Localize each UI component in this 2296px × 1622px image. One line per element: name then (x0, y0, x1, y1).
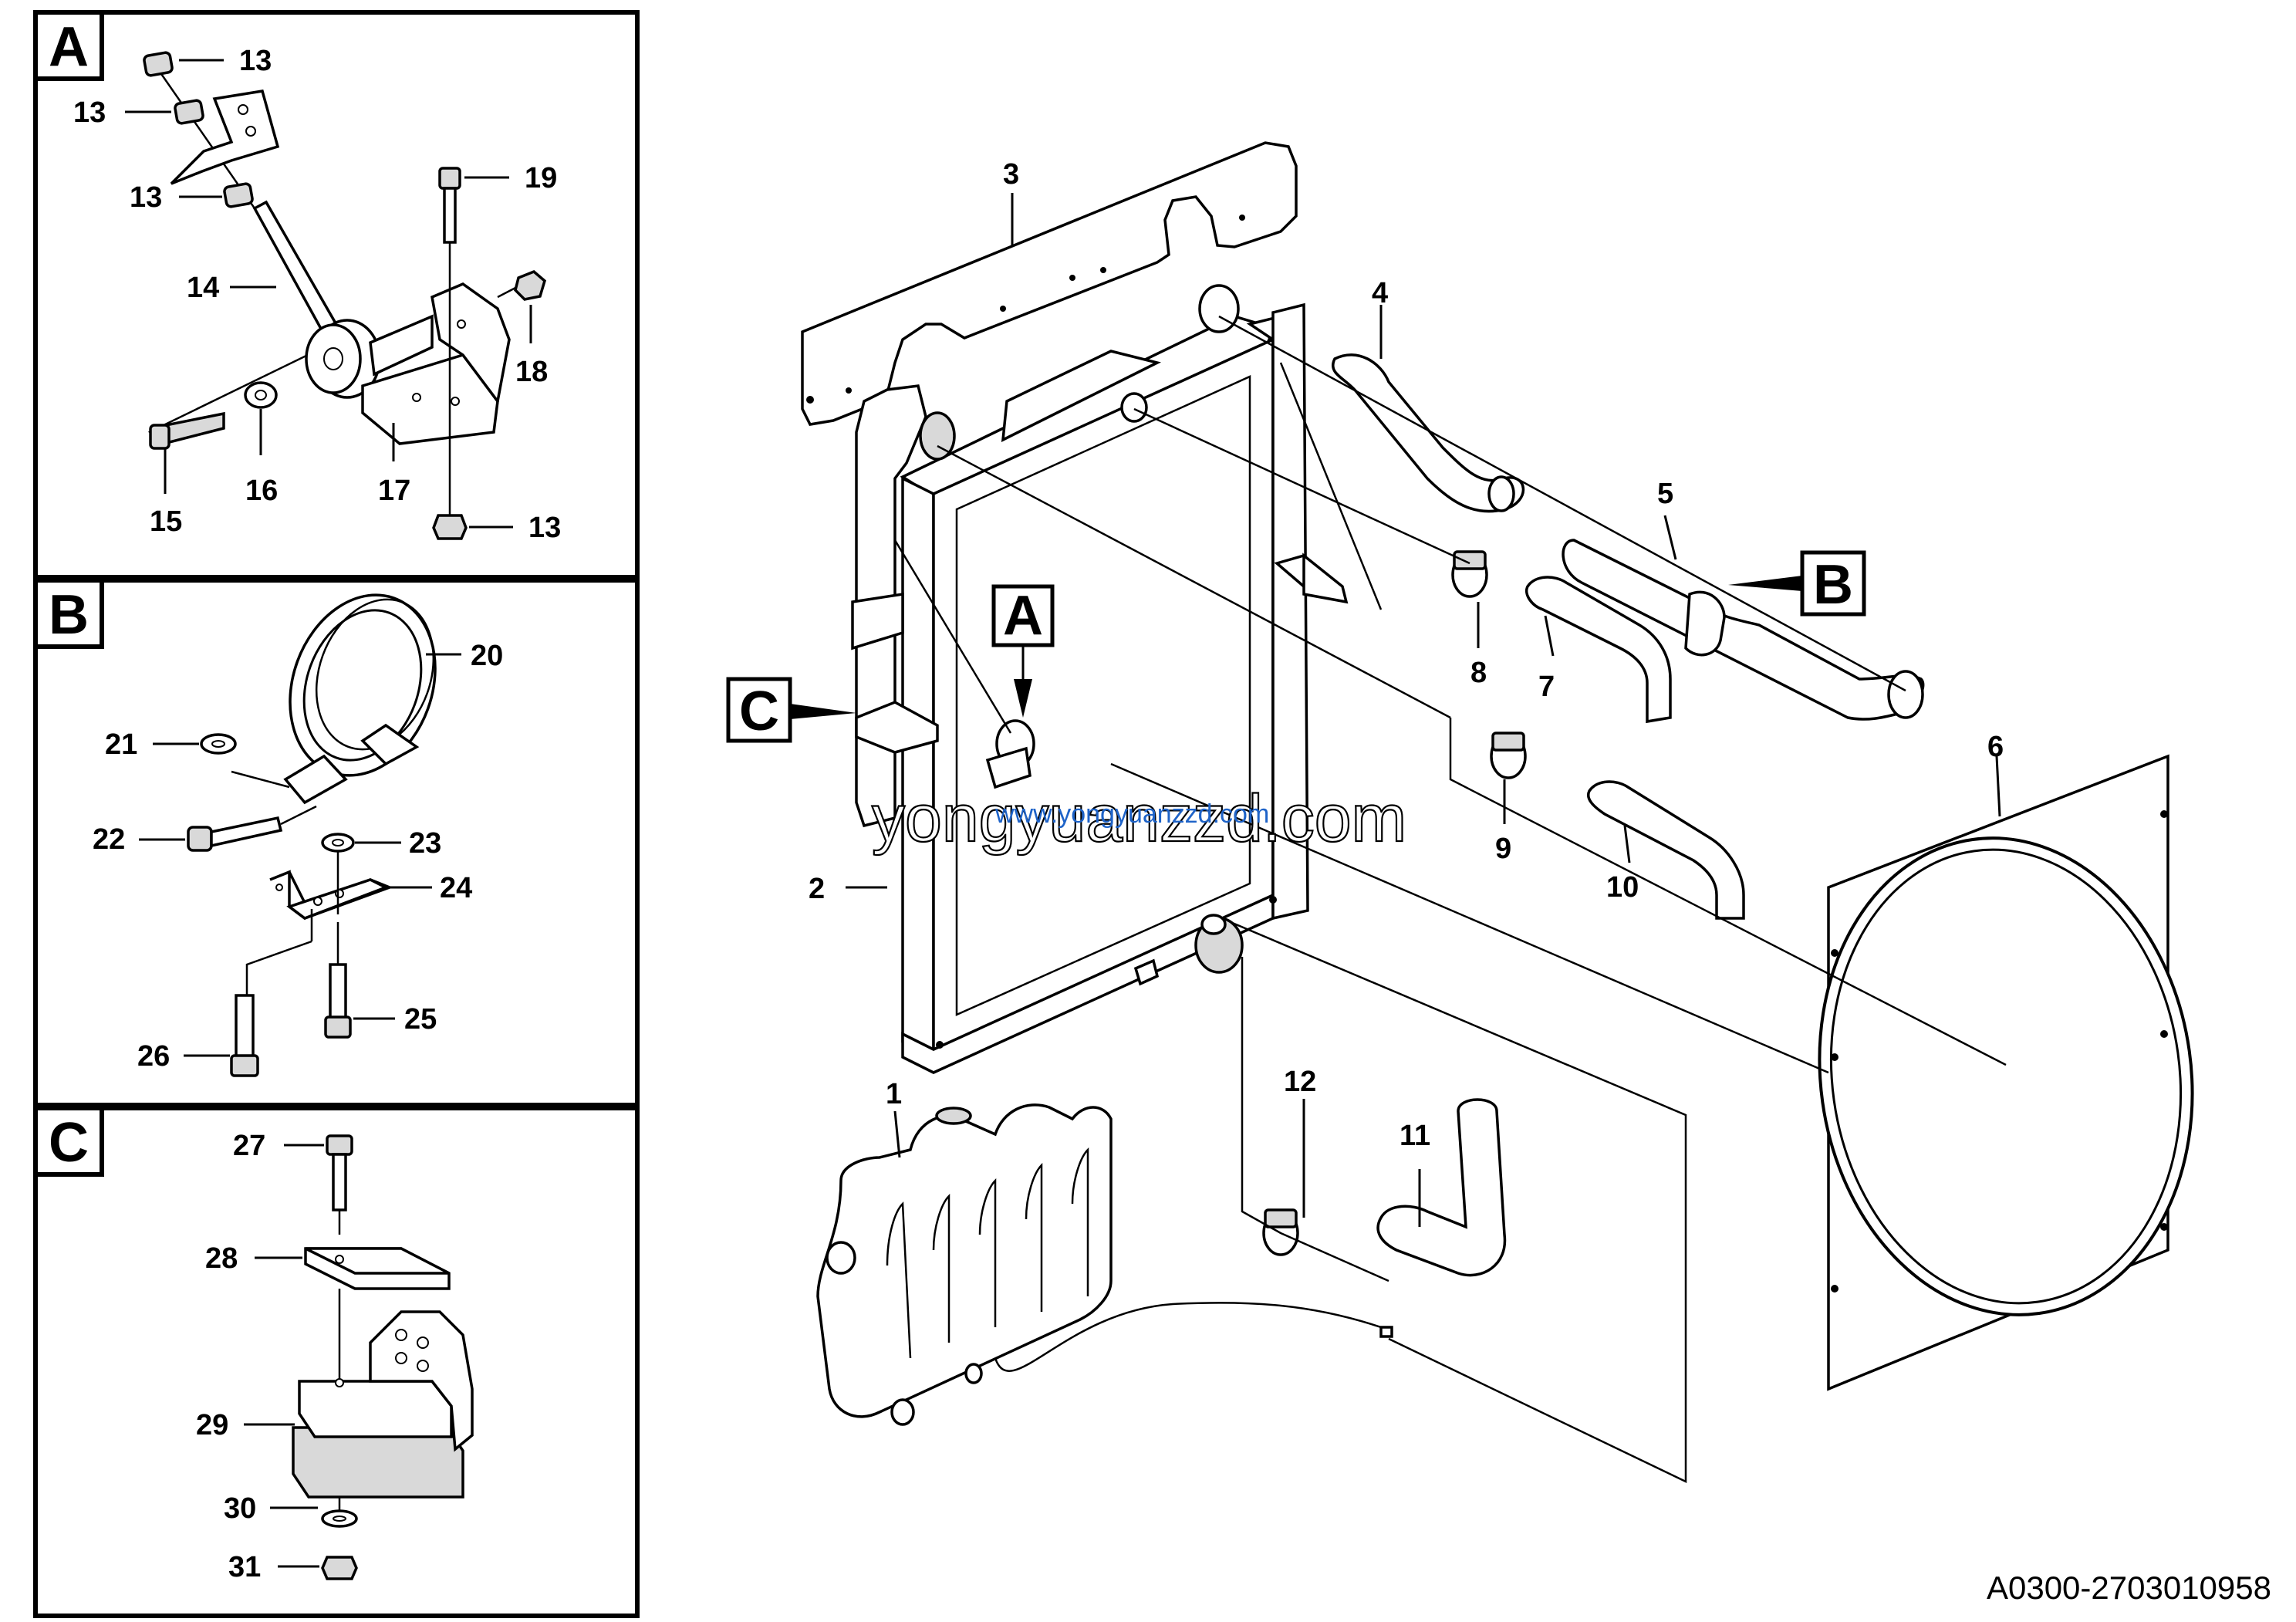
watermark-main: yongyuanzzd.com (872, 782, 1406, 856)
hose-7 (1525, 576, 1672, 724)
label-a13c: 13 (130, 181, 162, 214)
label-a17: 17 (378, 475, 410, 507)
hose-11 (1376, 1098, 1507, 1277)
label-b26: 26 (137, 1040, 170, 1073)
label-b25: 25 (404, 1003, 437, 1036)
clamp-band-20 (283, 593, 437, 805)
detail-panel-b: B (33, 578, 640, 1107)
label-m11: 11 (1400, 1120, 1430, 1152)
callout-c-letter: C (739, 681, 779, 742)
rubber-mount (161, 314, 434, 427)
nut-13-bottom (432, 514, 468, 540)
label-m1: 1 (886, 1078, 902, 1110)
upper-hose-4 (1332, 353, 1525, 513)
label-c30: 30 (224, 1492, 256, 1525)
label-a15: 15 (150, 505, 182, 538)
label-c28: 28 (205, 1242, 238, 1275)
bolt-19 (438, 167, 461, 517)
label-m9: 9 (1495, 833, 1511, 865)
mount-block-29 (292, 1310, 474, 1499)
callout-a: A (991, 584, 1055, 718)
label-b24: 24 (440, 872, 472, 904)
callout-a-letter: A (1003, 585, 1043, 647)
label-m4: 4 (1372, 277, 1388, 309)
detail-panel-c: C (33, 1106, 640, 1618)
bracket-24 (269, 870, 393, 920)
radiator-core-2 (851, 284, 1349, 1074)
nut-18 (514, 269, 547, 301)
label-a16: 16 (245, 475, 278, 507)
label-a19: 19 (525, 162, 557, 194)
panel-a-letter: A (49, 16, 89, 78)
label-a14: 14 (187, 272, 219, 304)
label-c27: 27 (233, 1130, 265, 1162)
label-b20: 20 (471, 640, 503, 672)
clamp-8 (1451, 550, 1488, 598)
label-m7: 7 (1538, 671, 1555, 703)
label-c31: 31 (228, 1551, 261, 1583)
fan-shroud-6 (1818, 754, 2194, 1391)
panel-b-letter: B (49, 584, 89, 646)
hose-10 (1587, 780, 1745, 920)
upper-bracket (170, 90, 280, 185)
label-a18: 18 (515, 356, 548, 388)
detail-panel-a: A (33, 10, 640, 580)
stud-bolt-14 (143, 51, 353, 353)
nut-31 (321, 1556, 358, 1580)
label-c29: 29 (196, 1409, 228, 1441)
bolt-22 (187, 805, 317, 852)
label-b23: 23 (409, 827, 441, 860)
label-a13b: 13 (73, 96, 106, 129)
label-b22: 22 (93, 823, 125, 856)
clamp-9 (1490, 732, 1527, 779)
panel-c-letter: C (49, 1112, 89, 1174)
bolt-25 (324, 963, 352, 1039)
label-b21: 21 (105, 728, 137, 761)
bracket-17 (361, 282, 511, 445)
label-m3: 3 (1003, 158, 1019, 191)
label-a13d: 13 (528, 512, 561, 544)
bolt-15 (147, 411, 225, 450)
callout-b: B (1728, 550, 1866, 617)
drawing-code: A0300-2703010958 (1987, 1570, 2271, 1606)
label-m6: 6 (1987, 731, 2004, 763)
label-m8: 8 (1470, 657, 1487, 689)
bolt-26 (230, 994, 259, 1077)
label-a13a: 13 (239, 45, 272, 77)
callout-b-letter: B (1813, 554, 1853, 616)
label-m2: 2 (809, 873, 825, 905)
expansion-pipe-5 (1562, 539, 1925, 721)
label-m12: 12 (1284, 1066, 1316, 1098)
label-m10: 10 (1606, 871, 1639, 904)
watermark-small: www.yongyuanzzd.com (994, 799, 1269, 829)
label-m5: 5 (1657, 478, 1673, 510)
callout-c: C (726, 677, 856, 743)
plate-28 (304, 1247, 451, 1290)
bolt-27 (326, 1134, 353, 1235)
expansion-tank-1 (816, 1103, 1393, 1426)
